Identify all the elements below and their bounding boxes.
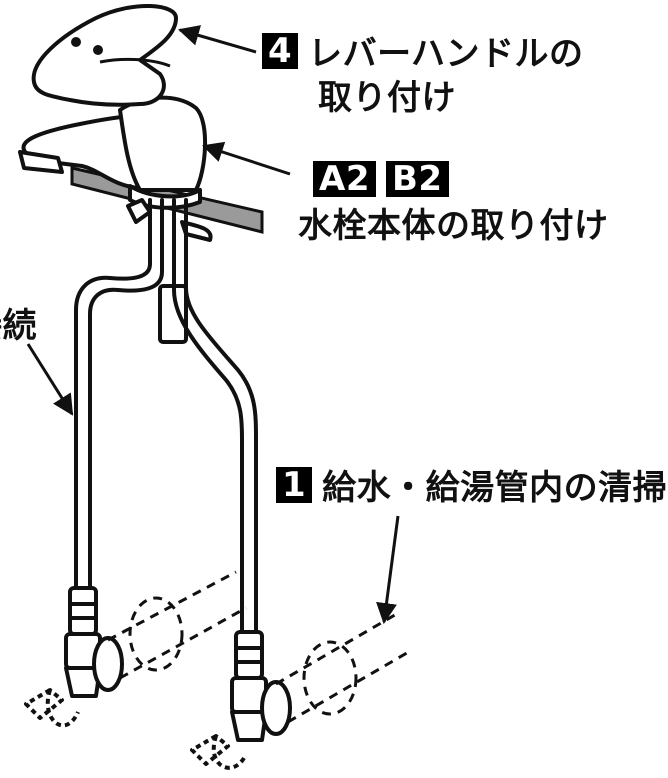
stop-valve-right <box>190 630 292 770</box>
step-body-badge-a: A2 <box>313 161 376 197</box>
step-handle-badge: 4 <box>262 33 299 69</box>
step-body-badge-b: B2 <box>385 161 449 197</box>
faucet-body <box>18 95 207 210</box>
step-clean-text: 給水・給湯管内の清掃 <box>322 468 668 508</box>
step-handle-line1: レバーハンドルの <box>308 34 584 74</box>
supply-hoses <box>74 198 258 634</box>
step-handle-line2: 取り付け <box>318 78 456 118</box>
stop-valve-left <box>24 586 124 728</box>
lever-handle <box>31 4 178 107</box>
step-body-text: 水栓本体の取り付け <box>298 206 609 246</box>
step-connect-label: 接続 <box>0 306 37 346</box>
step-clean-badge: 1 <box>276 467 313 503</box>
callout-leaders <box>26 25 400 625</box>
